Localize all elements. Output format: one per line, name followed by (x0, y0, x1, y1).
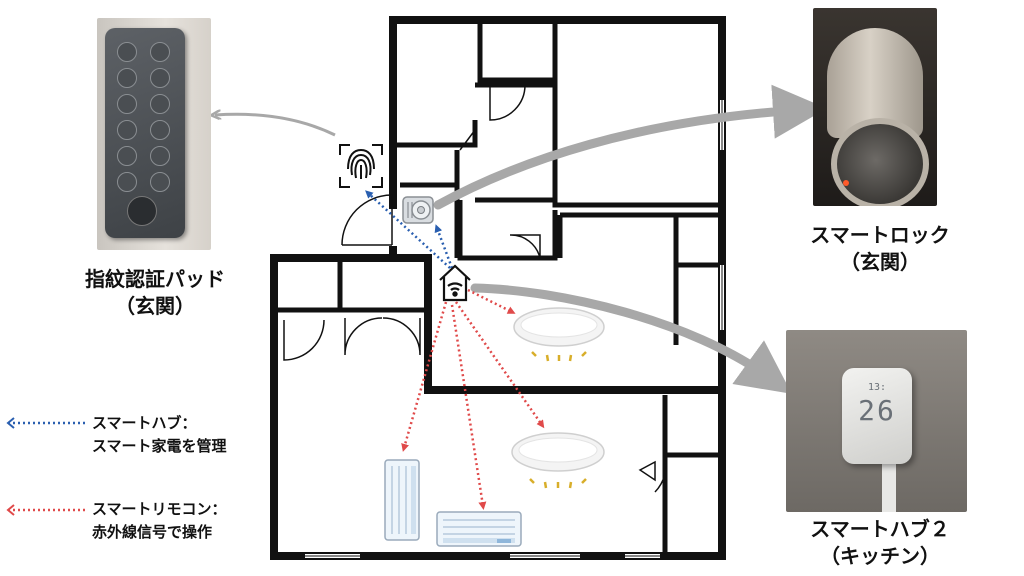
smart-hub-photo: 13: 26 (786, 330, 967, 512)
smart-hub-label: スマートハブ２ （キッチン） (785, 516, 975, 570)
arrow-to-fingerprint-pad (215, 114, 336, 137)
lock-led (843, 180, 849, 186)
hub-icon (439, 264, 471, 302)
legend-blue-line2: スマート家電を管理 (92, 437, 227, 456)
fingerprint-sensor (127, 196, 157, 226)
fingerprint-pad-label-line1: 指紋認証パッド (85, 267, 225, 291)
lock-cylinder-icon (402, 196, 434, 224)
hub-display-top: 13: (867, 382, 887, 393)
fingerprint-icon (339, 144, 383, 188)
legend-red-line2: 赤外線信号で操作 (92, 523, 213, 542)
smart-lock-label: スマートロック （玄関） (790, 222, 970, 276)
fingerprint-pad-photo (97, 18, 211, 250)
keypad-device (105, 28, 185, 238)
hub-display-main: 26 (858, 394, 896, 427)
hub-device: 13: 26 (842, 368, 912, 464)
air-conditioner-icon (384, 459, 420, 541)
legend-blue-line1: スマートハブ： (92, 414, 197, 432)
fingerprint-pad-label: 指紋認証パッド （玄関） (60, 266, 250, 320)
doors (283, 84, 667, 493)
smart-hub-label-line1: スマートハブ２ (810, 517, 950, 541)
hub-cable (882, 450, 896, 512)
smart-lock-label-line2: （玄関） (840, 250, 920, 274)
ceiling-light-icon (513, 307, 605, 362)
air-conditioner-icon (436, 511, 522, 547)
lock-knob (831, 118, 929, 206)
arrow-to-smart-hub (470, 283, 792, 394)
smart-lock-label-line1: スマートロック (810, 223, 950, 247)
legend-red-line1: スマートリモコン： (92, 500, 227, 518)
legend-blue: スマートハブ： スマート家電を管理 (92, 412, 227, 459)
smart-hub-label-line2: （キッチン） (820, 544, 940, 568)
ceiling-light-icon (511, 432, 605, 489)
red-links (401, 288, 545, 510)
legend-red: スマートリモコン： 赤外線信号で操作 (92, 498, 227, 545)
arrow-to-smart-lock (433, 84, 827, 210)
fingerprint-pad-label-line2: （玄関） (115, 294, 195, 318)
smart-lock-photo (813, 8, 937, 206)
blue-links (365, 190, 454, 269)
